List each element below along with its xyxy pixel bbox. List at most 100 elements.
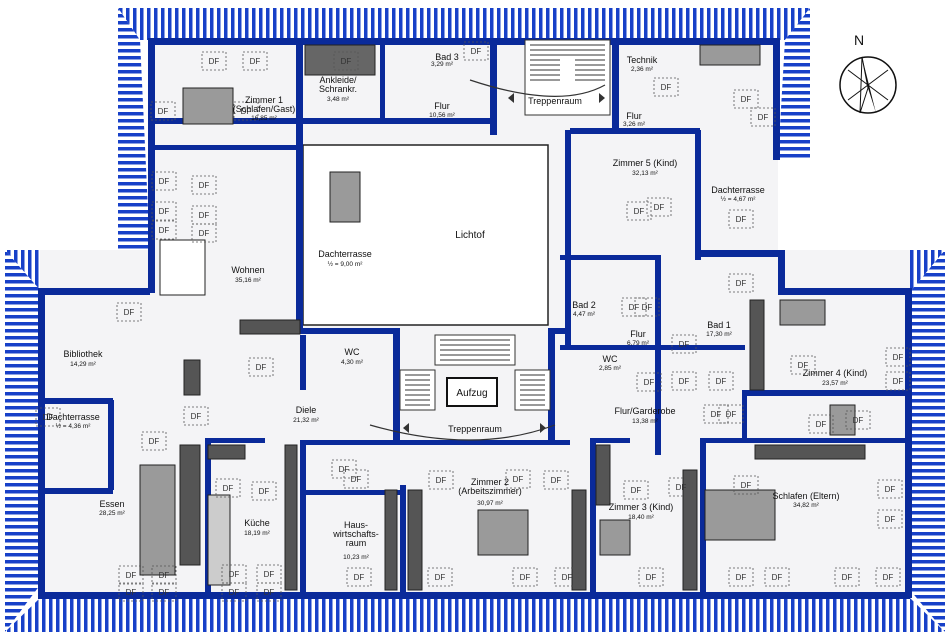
room-hauswirtschaft-area: 10,23 m² xyxy=(343,554,369,561)
room-ankleide-name: Ankleide/ xyxy=(319,75,357,85)
room-treppenraum-top-name: Treppenraum xyxy=(528,96,582,106)
room-hauswirtschaft-name: Haus-wirtschafts-raum xyxy=(332,520,379,548)
skylight: DF xyxy=(116,302,142,322)
skylight: DF xyxy=(242,51,268,71)
room-bad2-name: Bad 2 xyxy=(572,300,596,310)
room-name-line: Zimmer 2 xyxy=(471,477,509,487)
skylight-label: DF xyxy=(471,47,482,56)
skylight: DF xyxy=(151,171,177,191)
skylight: DF xyxy=(427,567,453,587)
skylight: DF xyxy=(621,297,647,317)
skylight: DF xyxy=(191,223,217,243)
skylight: DF xyxy=(141,431,167,451)
room-zimmer5-area: 32,13 m² xyxy=(632,170,658,177)
room-technik-name: Technik xyxy=(627,55,658,65)
room-dachterrasse-mid-area: ½ = 9,00 m² xyxy=(328,260,364,268)
skylight: DF xyxy=(428,470,454,490)
room-dachterrasse-right-name: Dachterrasse xyxy=(711,185,765,195)
skylight-label: DF xyxy=(520,573,531,582)
skylight: DF xyxy=(623,480,649,500)
skylight: DF xyxy=(877,509,903,529)
skylight: DF xyxy=(251,481,277,501)
skylight-label: DF xyxy=(199,181,210,190)
room-name-line: raum xyxy=(346,538,367,548)
room-bad1-area: 17,30 m² xyxy=(706,331,732,338)
skylight: DF xyxy=(151,220,177,240)
room-labels: Ankleide/Schrankr. 3,48 m² Bad 3 3,29 m²… xyxy=(46,52,867,561)
skylight-label: DF xyxy=(191,412,202,421)
skylight: DF xyxy=(201,51,227,71)
skylight: DF xyxy=(505,469,531,489)
room-dachterrasse-mid-name: Dachterrasse xyxy=(318,249,372,259)
skylight-label: DF xyxy=(229,570,240,579)
skylight: DF xyxy=(151,201,177,221)
skylight-label: DF xyxy=(736,573,747,582)
skylight-label: DF xyxy=(159,207,170,216)
elevator xyxy=(446,377,498,407)
skylight-label: DF xyxy=(716,377,727,386)
skylight-label: DF xyxy=(642,303,653,312)
skylight: DF xyxy=(512,567,538,587)
furniture xyxy=(139,44,866,591)
skylight-label: DF xyxy=(758,113,769,122)
skylight: DF xyxy=(845,410,871,430)
skylight: DF xyxy=(343,469,369,489)
skylight: DF xyxy=(728,209,754,229)
skylight: DF xyxy=(834,567,860,587)
room-wc-mid-area: 4,30 m² xyxy=(341,359,364,366)
room-zimmer1-name: Zimmer 1(Schlafen/Gast) xyxy=(233,95,296,114)
skylight: DF xyxy=(118,565,144,585)
stairs xyxy=(369,39,611,441)
skylight-label: DF xyxy=(741,95,752,104)
skylight: DF xyxy=(703,404,729,424)
room-flur-mid-name: Flur xyxy=(630,329,646,339)
skylight-label: DF xyxy=(798,361,809,370)
skylight: DF xyxy=(728,273,754,293)
room-flur-small-name: Flur xyxy=(626,111,642,121)
room-name-line: (Schlafen/Gast) xyxy=(233,104,296,114)
skylight: DF xyxy=(183,406,209,426)
room-flur-garderobe-area: 13,38 m² xyxy=(632,418,658,425)
skylight-label: DF xyxy=(736,279,747,288)
skylight: DF xyxy=(653,77,679,97)
compass-north-label: N xyxy=(854,32,864,48)
compass: N xyxy=(839,32,897,114)
skylight: DF xyxy=(151,565,177,585)
skylight-label: DF xyxy=(229,588,240,597)
skylight-label: DF xyxy=(341,57,352,66)
skylight: DF xyxy=(215,478,241,498)
room-name-line: Schrankr. xyxy=(319,84,357,94)
room-zimmer4-area: 23,57 m² xyxy=(822,380,848,387)
skylight: DF xyxy=(256,582,282,602)
skylight-label: DF xyxy=(126,588,137,597)
skylight-label: DF xyxy=(772,573,783,582)
svg-text:Ankleide/Schrankr.: Ankleide/Schrankr. xyxy=(319,75,357,94)
room-flur-small-area: 3,26 m² xyxy=(623,121,646,128)
skylight-label: DF xyxy=(241,107,252,116)
skylight-label: DF xyxy=(159,226,170,235)
room-wohnen-area: 35,16 m² xyxy=(235,277,261,284)
room-diele-name: Diele xyxy=(296,405,317,415)
skylight-label: DF xyxy=(676,483,687,492)
skylight: DF xyxy=(333,51,359,71)
room-essen-area: 28,25 m² xyxy=(99,510,125,517)
skylight-label: DF xyxy=(562,573,573,582)
skylight: DF xyxy=(150,101,176,121)
room-zimmer4-name: Zimmer 4 (Kind) xyxy=(803,368,868,378)
skylight-label: DF xyxy=(893,377,904,386)
skylight-label: DF xyxy=(736,215,747,224)
skylight-label: DF xyxy=(661,83,672,92)
skylight: DF xyxy=(733,475,759,495)
skylight: DF xyxy=(554,567,580,587)
skylight-label: DF xyxy=(842,573,853,582)
room-bibliothek-area: 14,29 m² xyxy=(70,361,96,368)
skylight-label: DF xyxy=(126,571,137,580)
skylight-label: DF xyxy=(259,487,270,496)
room-dachterrasse-left-name: Dachterrasse xyxy=(46,412,100,422)
room-zimmer1-area: 16,85 m² xyxy=(251,115,277,122)
skylight: DF xyxy=(221,582,247,602)
skylight: DF xyxy=(626,201,652,221)
skylight-label: DF xyxy=(654,203,665,212)
skylight-label: DF xyxy=(634,207,645,216)
